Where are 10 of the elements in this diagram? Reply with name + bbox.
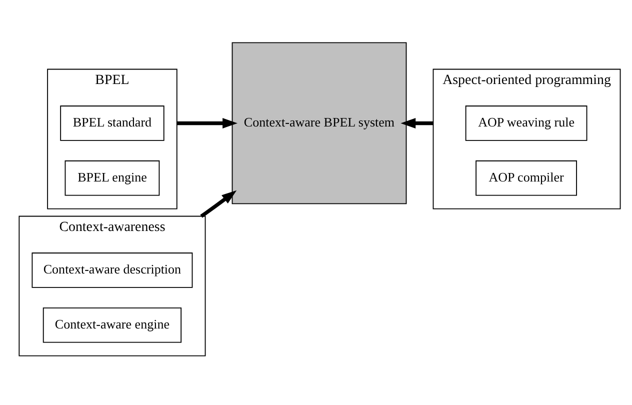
- node-box: BPEL engine: [64, 160, 160, 196]
- node-box: Context-aware engine: [42, 306, 182, 342]
- node-box: AOP compiler: [476, 160, 577, 196]
- arrow: [400, 117, 434, 128]
- arrow: [176, 117, 238, 128]
- node-box: BPEL standard: [60, 105, 164, 140]
- node-box: Context-aware BPEL system: [232, 42, 407, 204]
- arrow: [200, 190, 237, 218]
- node-box: AOP weaving rule: [465, 105, 588, 140]
- node-box: Context-aware description: [32, 252, 193, 288]
